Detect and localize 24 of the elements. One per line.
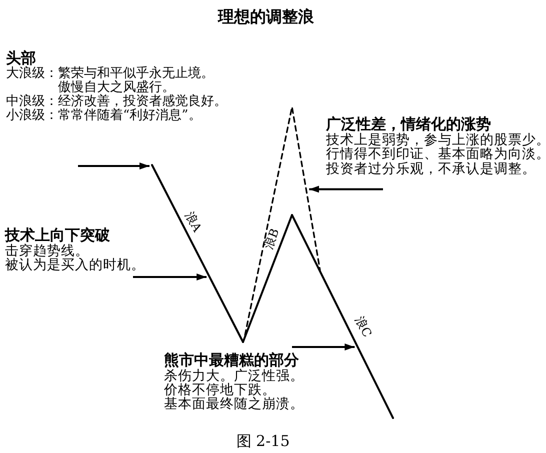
annotation-text: 杀伤力大。广泛性强。 <box>164 369 304 383</box>
annotation-heading: 头部 <box>6 50 36 67</box>
annotation-heading: 技术上向下突破 <box>5 227 111 244</box>
annotation-text: 技术上是弱势，参与上涨的股票少。 <box>326 133 546 148</box>
annotation-text: 基本面最终随之崩溃。 <box>164 397 304 411</box>
annotation-text: 投资者过分乐观，不承认是调整。 <box>326 162 537 176</box>
title: 理想的调整浪 <box>218 7 314 27</box>
annotation-heading: 熊市中最糟糕的部分 <box>164 352 300 369</box>
arrow <box>292 344 355 350</box>
wave-label: 浪B <box>262 226 282 252</box>
annotation-text: 价格不停地下跌。 <box>164 383 276 397</box>
arrow <box>78 162 150 170</box>
annotation-text: 中浪级：经济改善，投资者感觉良好。 <box>6 95 227 109</box>
wave-label: 浪A <box>182 210 204 234</box>
annotation-text: 行情得不到印证、基本面略为向淡。 <box>326 147 546 162</box>
arrow <box>133 274 207 280</box>
figure-caption: 图 2-15 <box>236 432 290 450</box>
arrow <box>309 186 383 193</box>
annotation-text: 小浪级：常常伴随着“利好消息”。 <box>6 109 202 123</box>
annotation-text: 大浪级：繁荣与和平似乎永无止境。傲慢自大之风盛行。 <box>6 67 215 95</box>
wave-label: 浪C <box>352 314 374 340</box>
annotation-text: 击穿趋势线。 <box>5 244 90 258</box>
annotation-text: 被认为是买入的时机。 <box>5 258 145 272</box>
annotation-heading: 广泛性差，情绪化的涨势 <box>326 116 492 133</box>
